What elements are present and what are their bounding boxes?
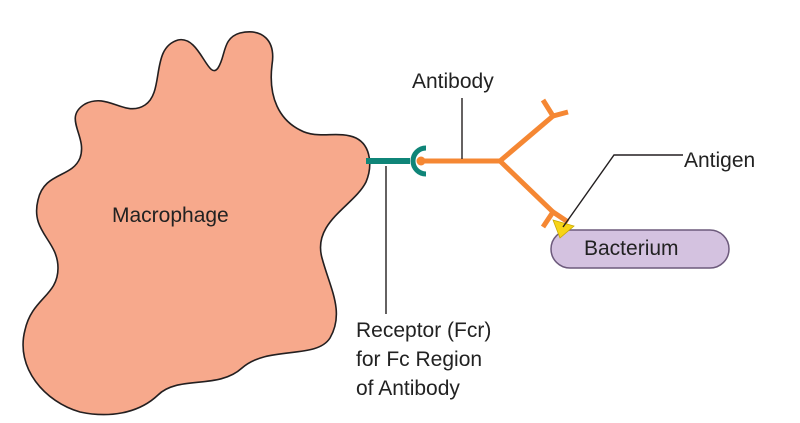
macrophage-cell	[22, 31, 371, 416]
antibody-upper-fab	[540, 98, 569, 119]
leader-lines	[385, 98, 683, 314]
receptor-label-line-1: Receptor (Fcr)	[356, 319, 492, 342]
antigen-leader-line	[562, 154, 683, 228]
bacterium-label: Bacterium	[584, 237, 679, 260]
receptor-label: Receptor (Fcr) for Fc Region of Antibody	[356, 316, 491, 403]
receptor-label-line-2: for Fc Region	[356, 348, 483, 371]
antibody-lower-arm	[498, 159, 555, 214]
antigen-label: Antigen	[684, 149, 756, 172]
receptor-stem	[366, 158, 410, 164]
antibody-upper-arm	[498, 114, 555, 163]
receptor-cup	[410, 145, 427, 177]
antibody-lower-fab	[540, 208, 570, 229]
macrophage-label: Macrophage	[112, 204, 229, 227]
receptor-label-line-3: of Antibody	[356, 377, 460, 400]
antigen-triangle	[552, 219, 575, 239]
antibody-label: Antibody	[412, 70, 494, 93]
fc-binding-dot	[416, 156, 426, 166]
bacterium-body	[550, 229, 730, 269]
antibody-molecule	[421, 98, 570, 229]
